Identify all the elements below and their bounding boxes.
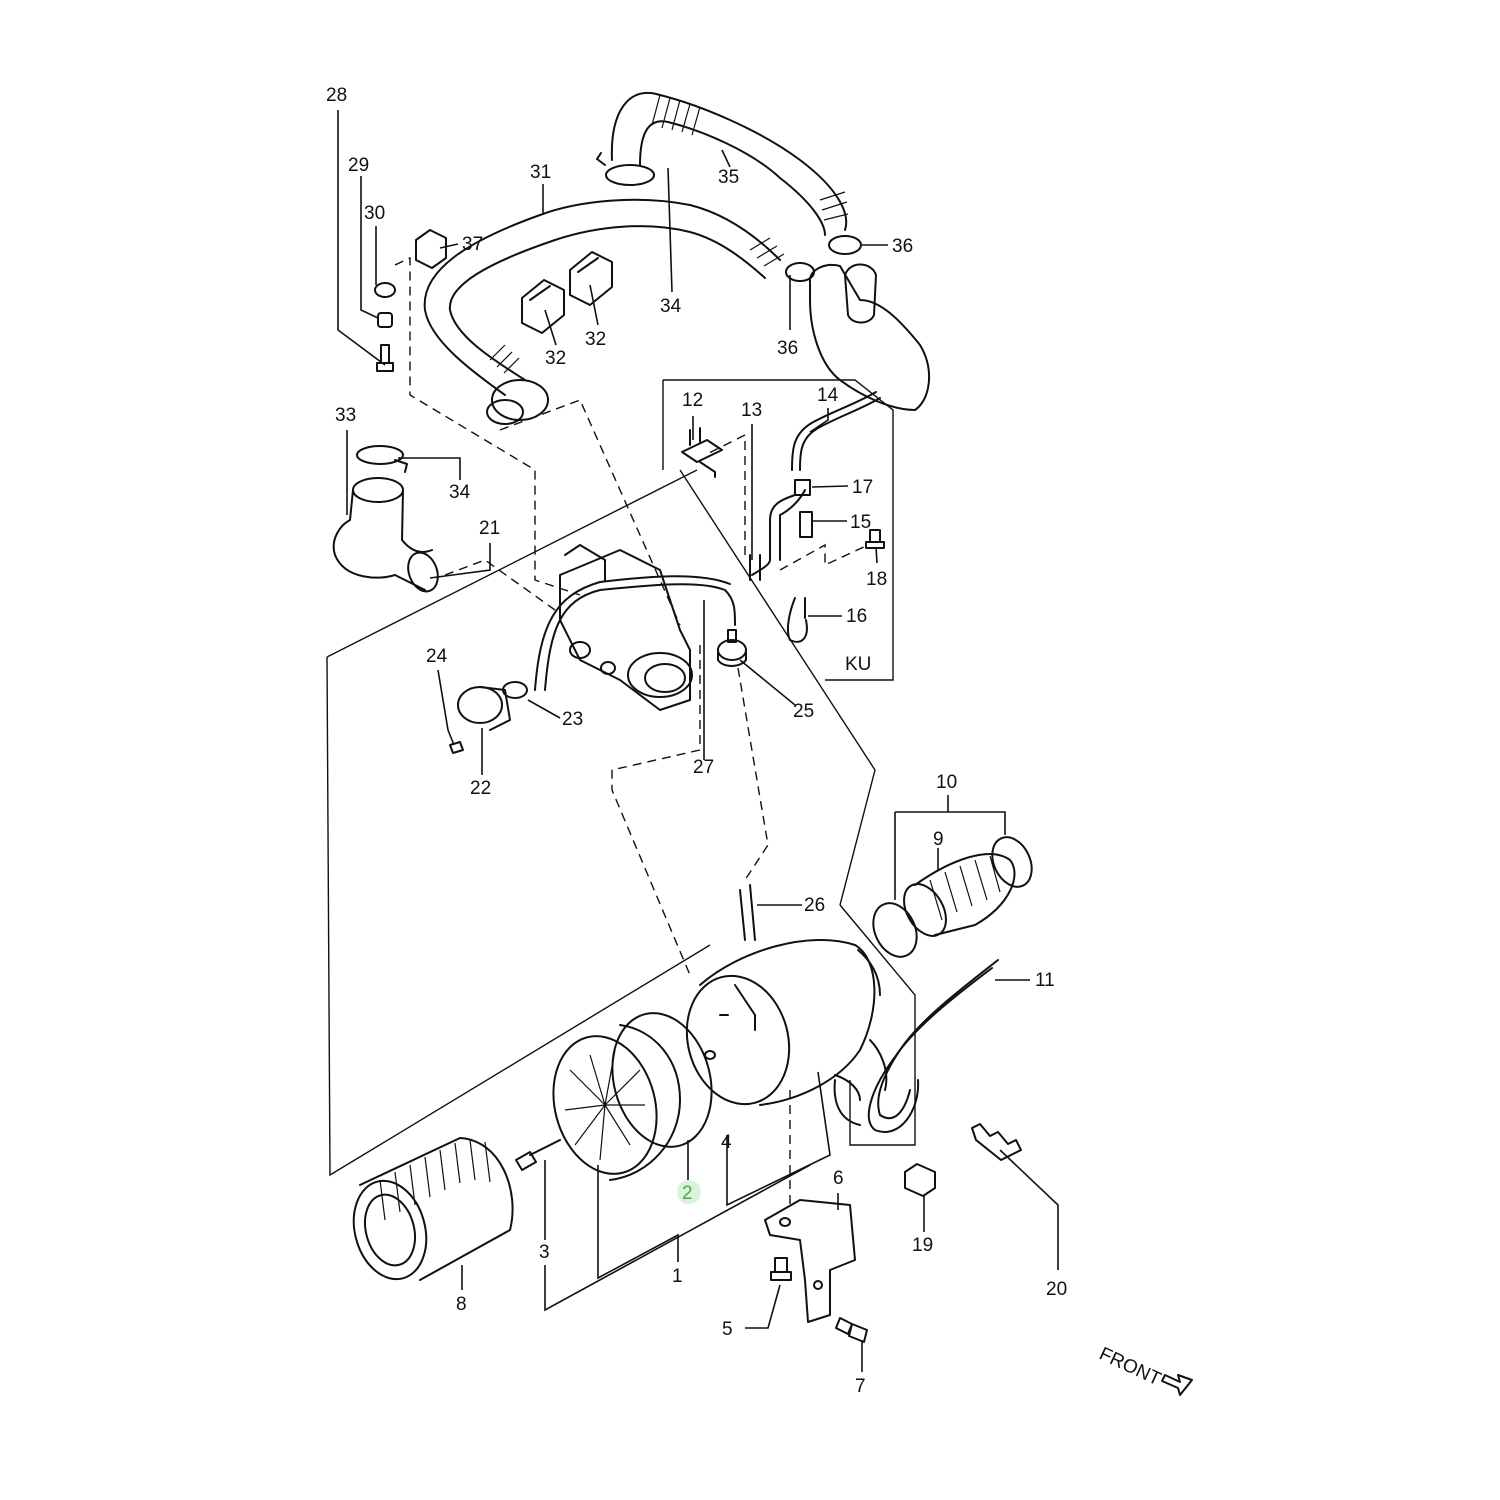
label-13[interactable]: 13 — [741, 400, 762, 421]
part-labels: 28 29 30 37 31 32 32 34 35 36 36 33 34 2… — [326, 85, 1067, 1397]
throttle-body-27[interactable] — [534, 544, 736, 711]
air-cleaner-frame — [326, 469, 876, 1177]
label-15[interactable]: 15 — [850, 512, 871, 533]
label-22[interactable]: 22 — [470, 778, 491, 799]
label-16[interactable]: 16 — [846, 606, 867, 627]
clamp-32-left[interactable] — [521, 279, 565, 334]
collar-29[interactable] — [377, 312, 393, 328]
label-20[interactable]: 20 — [1046, 1279, 1067, 1300]
label-25[interactable]: 25 — [793, 701, 814, 722]
bolt-5[interactable] — [770, 1257, 792, 1281]
grommet-30[interactable] — [374, 282, 396, 298]
clip-19[interactable] — [904, 1163, 936, 1197]
label-24[interactable]: 24 — [426, 646, 448, 667]
front-arrow-icon — [1161, 1374, 1193, 1396]
label-1[interactable]: 1 — [672, 1266, 683, 1287]
screw-18[interactable] — [865, 529, 885, 549]
leader-lines — [337, 110, 1059, 1372]
label-2[interactable]: 2 — [682, 1183, 693, 1204]
label-33[interactable]: 33 — [335, 405, 356, 426]
front-direction-indicator: FRONT — [1096, 1343, 1193, 1396]
elbow-hose-33[interactable] — [332, 477, 443, 596]
label-32-left[interactable]: 32 — [545, 348, 566, 369]
bolt-7[interactable] — [835, 1317, 868, 1343]
resonator-top-right[interactable] — [785, 262, 931, 411]
hose-16[interactable] — [786, 597, 808, 643]
filter-element-8[interactable] — [343, 1137, 514, 1287]
ku-hose-box-11 — [839, 904, 916, 1146]
clamp-10-right[interactable] — [985, 831, 1040, 893]
hose-11[interactable] — [833, 959, 999, 1133]
label-34-top[interactable]: 34 — [660, 296, 682, 317]
label-30[interactable]: 30 — [364, 203, 385, 224]
hose-26[interactable] — [739, 884, 756, 941]
hose-15[interactable] — [799, 511, 813, 538]
label-35[interactable]: 35 — [718, 167, 739, 188]
dashed-guides — [394, 256, 869, 1210]
label-28[interactable]: 28 — [326, 85, 347, 106]
label-19[interactable]: 19 — [912, 1235, 933, 1256]
label-37[interactable]: 37 — [462, 234, 483, 255]
label-34-left[interactable]: 34 — [449, 482, 471, 503]
front-label: FRONT — [1096, 1343, 1165, 1390]
clamp-34-left[interactable] — [356, 445, 408, 473]
label-8[interactable]: 8 — [456, 1294, 467, 1315]
label-26[interactable]: 26 — [804, 895, 825, 916]
label-36-top[interactable]: 36 — [892, 236, 913, 257]
screw-24[interactable] — [449, 741, 464, 754]
hose-31[interactable] — [423, 198, 785, 425]
clamp-36-top[interactable] — [828, 235, 862, 255]
label-32-right[interactable]: 32 — [585, 329, 606, 350]
clamp-10-left[interactable] — [865, 896, 925, 964]
label-12[interactable]: 12 — [682, 390, 703, 411]
label-10[interactable]: 10 — [936, 772, 957, 793]
label-ku: KU — [845, 654, 871, 675]
label-23[interactable]: 23 — [562, 709, 583, 730]
label-3[interactable]: 3 — [539, 1242, 550, 1263]
label-9[interactable]: 9 — [933, 829, 944, 850]
label-4[interactable]: 4 — [721, 1132, 732, 1153]
label-27[interactable]: 27 — [693, 757, 714, 778]
label-29[interactable]: 29 — [348, 155, 369, 176]
label-6[interactable]: 6 — [833, 1168, 844, 1189]
label-11[interactable]: 11 — [1035, 970, 1055, 991]
wing-bolt-3[interactable] — [515, 1139, 561, 1171]
label-14[interactable]: 14 — [817, 385, 839, 406]
clamp-34-top[interactable] — [596, 152, 655, 186]
label-17[interactable]: 17 — [852, 477, 873, 498]
ku-variant-box — [662, 379, 894, 681]
clip-37[interactable] — [415, 229, 447, 269]
bracket-6[interactable] — [764, 1199, 856, 1323]
seal-4[interactable] — [598, 1002, 726, 1158]
hose-9[interactable] — [895, 853, 1016, 943]
hose-14[interactable] — [791, 391, 881, 471]
label-5[interactable]: 5 — [722, 1319, 733, 1340]
label-31[interactable]: 31 — [530, 162, 551, 183]
label-7[interactable]: 7 — [855, 1376, 866, 1397]
bracket-12[interactable] — [681, 427, 723, 478]
clamp-32-right[interactable] — [569, 251, 613, 306]
iac-valve-22[interactable] — [457, 686, 511, 731]
label-36-bottom[interactable]: 36 — [777, 338, 798, 359]
air-cleaner-case-1[interactable] — [673, 938, 881, 1116]
label-18[interactable]: 18 — [866, 569, 887, 590]
hose-35[interactable] — [610, 91, 849, 236]
tee-17[interactable] — [794, 479, 811, 496]
highlight-halo — [677, 1180, 701, 1204]
sensor-25[interactable] — [717, 629, 747, 667]
label-21[interactable]: 21 — [479, 518, 500, 539]
hose-13-group[interactable] — [749, 489, 806, 581]
bolt-28[interactable] — [376, 344, 394, 372]
clip-20[interactable] — [971, 1123, 1022, 1161]
element-cover-3[interactable] — [539, 1024, 681, 1185]
